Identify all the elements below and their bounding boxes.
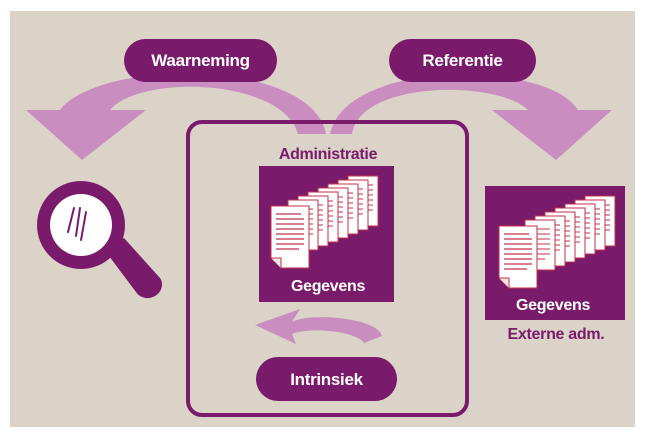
right-curved-arrow-icon [330,74,612,160]
administratie-frame [186,120,469,417]
referentie-label: Referentie [422,51,502,70]
external-gegevens-label: Gegevens [516,297,590,314]
intrinsiek-return-arrow-icon [255,309,382,344]
waarneming-pill [124,39,277,82]
referentie-pill [389,39,536,82]
waarneming-label: Waarneming [151,51,249,70]
internal-gegevens-label: Gegevens [291,278,365,295]
intrinsiek-label: Intrinsiek [290,370,363,389]
intrinsiek-pill [256,357,397,401]
left-curved-arrow-icon [26,73,326,160]
magnifying-glass-icon [37,181,163,299]
administratie-label: Administratie [279,146,378,163]
externe-adm-label: Externe adm. [508,326,605,343]
